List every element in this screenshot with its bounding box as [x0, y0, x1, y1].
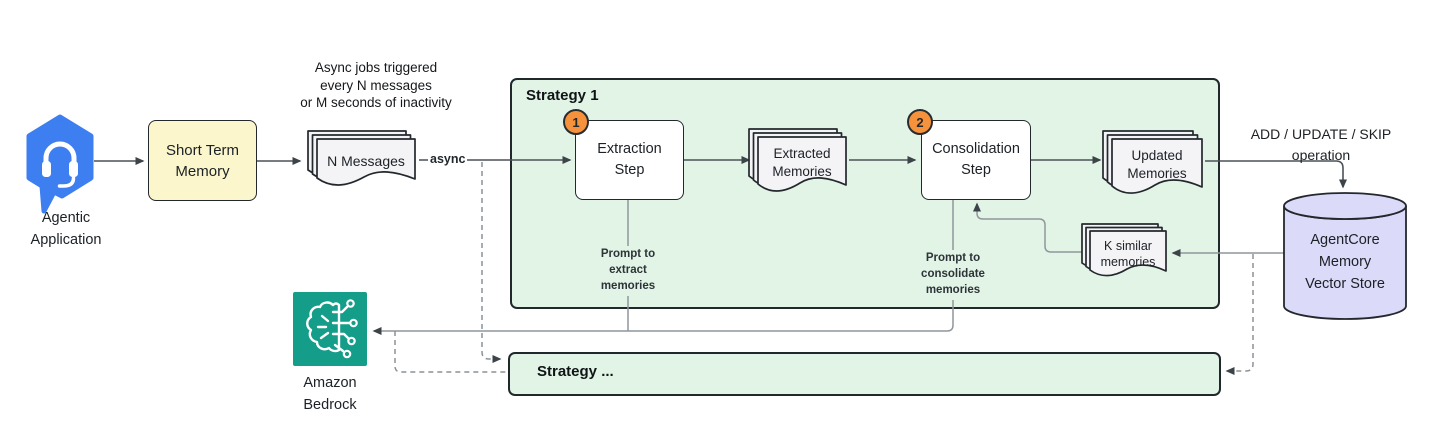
k-similar-line2: memories [1100, 255, 1156, 269]
prompt-consolidate-text: Prompt to consolidate memories [893, 250, 1013, 298]
strategy-1-title: Strategy 1 [526, 87, 599, 104]
extracted-memories-label: Extracted Memories [758, 143, 846, 183]
agentic-application-line1: Agentic [41, 210, 91, 226]
consolidation-step-label-line2: Step [961, 162, 991, 178]
agentic-application-line2: Application [30, 232, 102, 248]
prompt-consolidate-line1: Prompt to [925, 252, 981, 264]
add-update-skip-text: ADD / UPDATE / SKIP operation [1236, 124, 1406, 166]
k-similar-line1: K similar [1104, 239, 1152, 253]
n-messages-label: N Messages [327, 153, 405, 169]
vector-store-line3: Vector Store [1305, 276, 1385, 292]
flow-arrows [94, 156, 1347, 189]
gray-lines [372, 199, 1284, 335]
vector-store-cylinder [1283, 192, 1407, 320]
amazon-bedrock-icon [293, 292, 367, 366]
vector-store-line2: Memory [1318, 254, 1372, 270]
bedrock-circuit-nodes [342, 299, 358, 359]
dashed-lines [394, 162, 1254, 375]
headset-icon [42, 141, 78, 188]
arrow-ksimilar-to-consolidation [973, 202, 1090, 253]
updated-memories-line1: Updated [1131, 148, 1183, 163]
short-term-memory-label-line2: Memory [175, 162, 230, 180]
async-note-line1: Async jobs triggered [314, 60, 438, 75]
consolidation-step-label-line1: Consolidation [932, 141, 1020, 157]
extraction-step-label-line2: Step [614, 162, 645, 178]
prompt-consolidate-line3: memories [925, 284, 981, 296]
amazon-bedrock-line1: Amazon [303, 375, 357, 391]
strategy-more-title: Strategy ... [537, 363, 614, 380]
arrow-updated-to-vector-store [1205, 160, 1347, 189]
amazon-bedrock-line2: Bedrock [303, 397, 357, 413]
strategy-more-panel [508, 352, 1221, 396]
prompt-consolidate-line2: consolidate [921, 268, 985, 280]
async-jobs-note: Async jobs triggered every N messages or… [288, 59, 464, 112]
bedrock-brain-circuit-icon [306, 301, 351, 353]
dashed-strategy-more-to-bedrock [394, 331, 507, 373]
add-update-skip-line2: operation [1291, 147, 1351, 163]
prompt-extract-line3: memories [600, 280, 656, 292]
extracted-memories-line2: Memories [772, 164, 832, 179]
dashed-vector-store-to-strategy-more [1225, 254, 1254, 375]
chat-bubble-shape [26, 114, 94, 214]
updated-memories-label: Updated Memories [1112, 145, 1202, 185]
async-note-line3: or M seconds of inactivity [300, 95, 452, 110]
short-term-memory-box: Short Term Memory [148, 120, 257, 201]
agentic-application-icon [26, 114, 94, 214]
extraction-step-label-line1: Extraction [597, 141, 662, 157]
n-messages-doc [307, 130, 416, 186]
vector-store-label: AgentCore Memory Vector Store [1285, 229, 1405, 295]
consolidation-step-box: Consolidation Step [921, 120, 1031, 200]
vector-store-line1: AgentCore [1310, 232, 1380, 248]
async-edge-label: async [428, 152, 468, 166]
k-similar-memories-label: K similar memories [1090, 237, 1166, 271]
step-1-badge: 1 [563, 109, 589, 135]
updated-memories-line2: Memories [1127, 166, 1187, 181]
agentic-application-label: Agentic Application [5, 207, 127, 251]
add-update-skip-line1: ADD / UPDATE / SKIP [1250, 126, 1392, 142]
extracted-memories-doc [748, 128, 847, 192]
updated-memories-doc [1102, 130, 1203, 194]
async-note-line2: every N messages [320, 77, 432, 93]
extraction-step-box: Extraction Step [575, 120, 684, 200]
step-2-badge: 2 [907, 109, 933, 135]
prompt-extract-line1: Prompt to [600, 248, 656, 260]
prompt-extract-text: Prompt to extract memories [568, 246, 688, 294]
k-similar-memories-doc [1081, 223, 1167, 277]
amazon-bedrock-label: Amazon Bedrock [274, 372, 386, 416]
short-term-memory-label-line1: Short Term [165, 141, 240, 159]
arrow-prompts-to-bedrock [372, 300, 954, 335]
extracted-memories-line1: Extracted [773, 146, 831, 161]
prompt-extract-line2: extract [609, 264, 647, 276]
dashed-async-to-strategy-more [481, 162, 502, 363]
